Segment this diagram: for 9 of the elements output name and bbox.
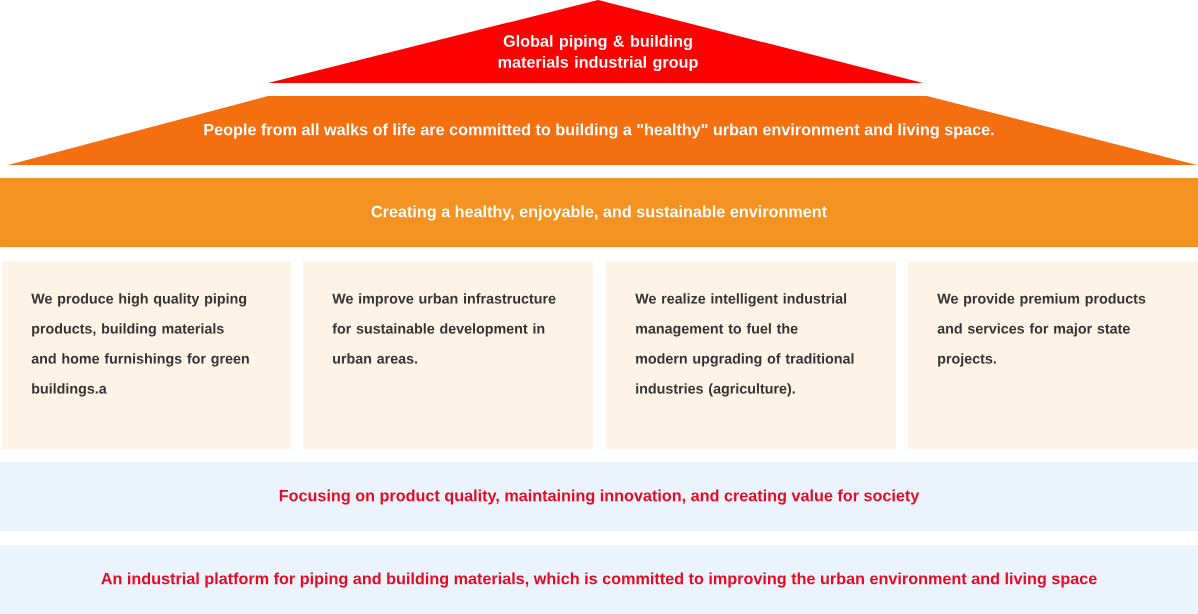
banner-band: An industrial platform for piping and building materials, which is committed to improving the urban environment and living space	[0, 545, 1198, 614]
banner-band: Focusing on product quality, maintaining innovation, and creating value for society	[0, 462, 1198, 531]
text-card: We improve urban infrastructure for sustainable development in urban areas.	[303, 261, 593, 449]
banner-band: Creating a healthy, enjoyable, and sustainable environment	[0, 178, 1198, 247]
text-card: We provide premium products and services for major state projects.	[908, 261, 1198, 449]
top-triangle: Global piping & building materials industrial group	[268, 0, 923, 83]
trapezoid-tier: People from all walks of life are committed to building a "healthy" urban environment and living space.	[8, 96, 1197, 165]
text-card: We realize intelligent industrial management to fuel the modern upgrading of traditional industries (agriculture).	[606, 261, 896, 449]
text-card: We produce high quality piping products, building materials and home furnishings for green buildings.a	[2, 261, 291, 449]
